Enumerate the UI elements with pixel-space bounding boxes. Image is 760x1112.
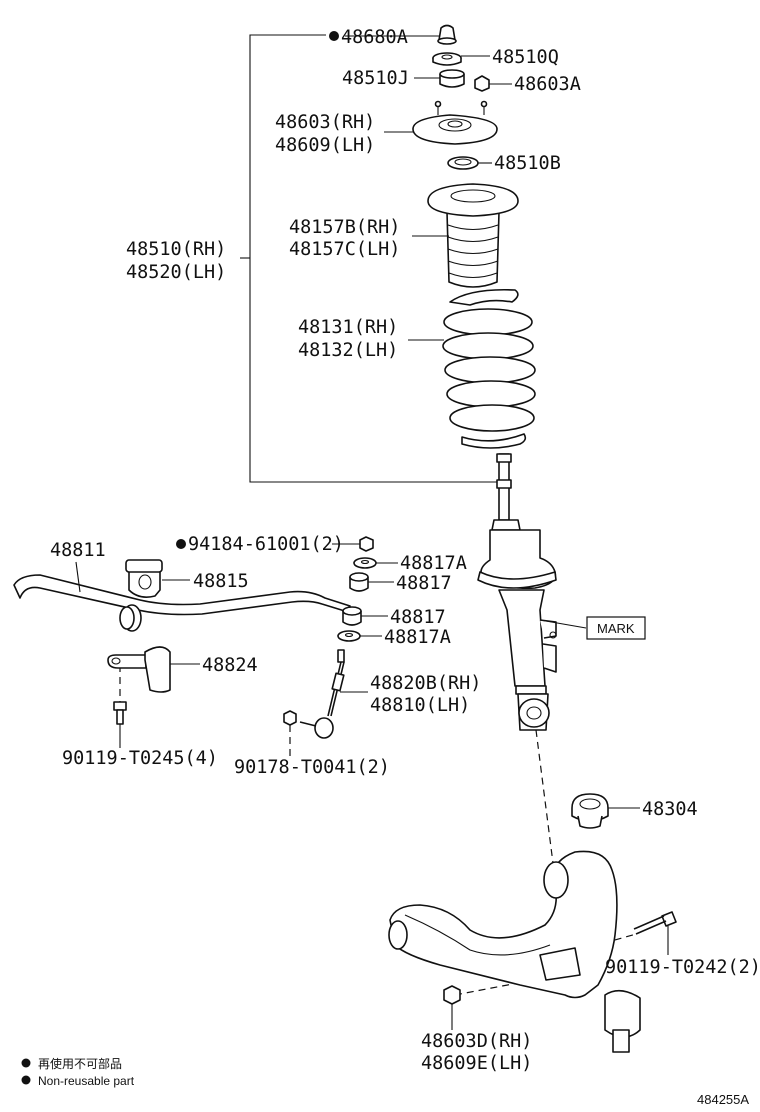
non-reusable-dot-94184 (176, 539, 186, 549)
legend-en: Non-reusable part (38, 1074, 135, 1088)
legend-dot-jp (21, 1058, 31, 1068)
label-48817-bottom: 48817 (390, 607, 446, 628)
lower-arm-icon (388, 850, 641, 1053)
label-48815: 48815 (193, 571, 249, 592)
bracket-48824-icon (107, 646, 171, 693)
bolt-90119-T0242-icon (633, 911, 677, 935)
bearing-48510B-icon (447, 156, 479, 170)
label-48304: 48304 (642, 799, 698, 820)
non-reusable-dot-48680A (329, 31, 339, 41)
retainer-48817A-bottom-icon (337, 630, 361, 642)
label-48510J: 48510J (342, 68, 409, 89)
label-48811: 48811 (50, 540, 106, 561)
label-48131-rh: 48131(RH) (298, 317, 398, 338)
label-90119-T0242: 90119-T0242(2) (605, 957, 760, 978)
mark-box (586, 616, 646, 640)
illustration-ref-code: 484255A (697, 1092, 749, 1107)
label-48824: 48824 (202, 655, 258, 676)
label-48157B-rh: 48157B(RH) (289, 217, 400, 238)
label-48520-lh: 48520(LH) (126, 262, 226, 283)
label-48603D-rh: 48603D(RH) (421, 1031, 532, 1052)
label-94184-61001: 94184-61001(2) (188, 534, 344, 555)
legend-jp: 再使用不可部品 (38, 1056, 122, 1071)
nut-48603A-icon (474, 75, 490, 92)
label-48817-top: 48817 (396, 573, 452, 594)
label-48810-lh: 48810(LH) (370, 695, 470, 716)
label-48510-rh: 48510(RH) (126, 239, 226, 260)
shock-absorber-icon (477, 453, 557, 731)
stabilizer-link-icon (299, 649, 345, 739)
label-48510Q: 48510Q (492, 47, 559, 68)
label-48817A-top: 48817A (400, 553, 467, 574)
mark-label: MARK (597, 621, 635, 636)
coil-spring-icon (442, 288, 536, 449)
label-48609E-lh: 48609E(LH) (421, 1053, 532, 1074)
label-90178-T0041: 90178-T0041(2) (234, 757, 390, 778)
cushion-48817-bottom-icon (342, 606, 362, 626)
bushing-48304-icon (571, 793, 609, 829)
label-48680A: 48680A (341, 27, 408, 48)
label-48157C-lh: 48157C(LH) (289, 239, 400, 260)
spring-bumper-icon (427, 183, 519, 288)
nut-48603D-icon (443, 985, 461, 1005)
strut-mount-icon (412, 100, 498, 145)
legend-dot-en (21, 1075, 31, 1085)
nut-94184-icon (359, 536, 374, 552)
washer-48510Q-icon (432, 52, 462, 66)
stabilizer-bar-icon (13, 574, 351, 632)
label-48132-lh: 48132(LH) (298, 340, 398, 361)
label-48817A-bottom: 48817A (384, 627, 451, 648)
label-48609-lh: 48609(LH) (275, 135, 375, 156)
label-48603-rh: 48603(RH) (275, 112, 375, 133)
bolt-90119-T0245-icon (113, 701, 127, 725)
label-48603A: 48603A (514, 74, 581, 95)
label-90119-T0245: 90119-T0245(4) (62, 748, 218, 769)
nut-48680A-icon (437, 24, 457, 45)
retainer-48817A-top-icon (353, 557, 377, 569)
cushion-48817-top-icon (349, 572, 369, 592)
label-48820B-rh: 48820B(RH) (370, 673, 481, 694)
label-48510B: 48510B (494, 153, 561, 174)
cushion-48510J-icon (439, 69, 465, 88)
legend: 再使用不可部品 Non-reusable part (21, 1056, 135, 1088)
nut-90178-icon (283, 710, 297, 726)
bushing-48815-icon (125, 559, 163, 598)
